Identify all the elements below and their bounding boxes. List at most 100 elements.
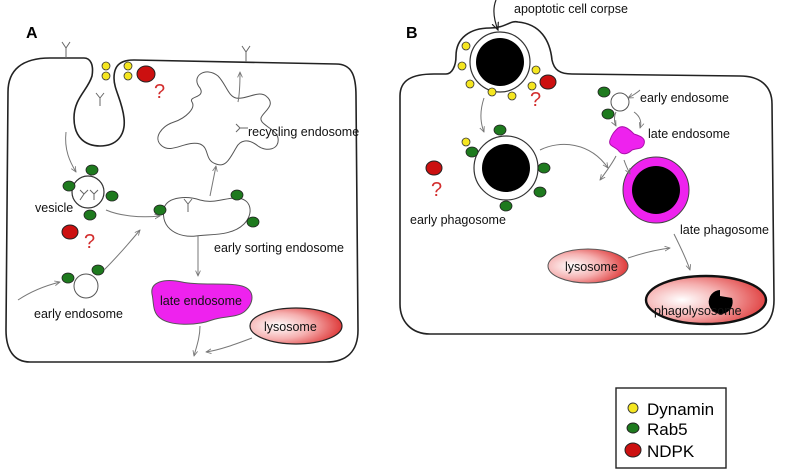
dynamin-dot [457,61,467,71]
apoptotic-cell-corpse-core [476,38,524,86]
legend-dynamin-swatch [627,402,639,414]
dynamin-dot [465,79,475,89]
arrow [600,155,617,180]
lysosome-a [249,307,343,345]
lysosome-b-label: lysosome [565,260,618,274]
rab5-dot [465,146,479,158]
panel-b-label: B [406,25,418,42]
phagolysosome [644,274,768,326]
early-phagosome-label: early phagosome [410,213,506,227]
rab5-dot [62,180,76,192]
phagolysosome-label: phagolysosome [654,304,742,318]
ndpk-dot [61,224,79,240]
arrow [105,209,160,217]
early-sorting-endosome [163,197,251,237]
recycling-endosome-label: recycling endosome [248,125,359,139]
panel-b: B apoptotic cell corpse ? ? early phagos… [399,0,775,335]
arrow [628,89,641,98]
late-endosome-b-label: late endosome [648,127,730,141]
arrow [209,166,216,197]
receptor-icon [183,198,193,212]
rab5-dot [246,216,260,228]
rab5-dot [83,209,97,221]
apoptotic-cell-corpse-label: apoptotic cell corpse [514,2,628,16]
phagolysosome-core [708,290,733,314]
question-mark: ? [530,89,541,111]
rab5-dot [153,204,167,216]
rab5-dot [105,190,119,202]
late-endosome-a-label: late endosome [160,294,242,308]
dynamin-dot [487,87,497,97]
legend: Dynamin Rab5 NDPK [615,387,727,469]
early-endosome-a [73,273,99,299]
early-endosome-b-label: early endosome [640,91,729,105]
cell-b-membrane [399,20,775,335]
arrow [17,282,60,301]
late-endosome-b [609,126,645,155]
receptor-icon [95,92,105,106]
receptor-icon [235,123,248,133]
receptor-icon [89,189,99,200]
receptor-icon [79,189,89,201]
arrow [539,144,608,168]
rab5-dot [493,124,507,136]
receptor-icon [61,41,71,58]
late-phagosome-label: late phagosome [680,223,769,237]
legend-rab5-label: Rab5 [647,420,688,439]
lysosome-a-label: lysosome [264,320,317,334]
ndpk-dot [136,65,156,83]
question-mark: ? [431,179,442,201]
panel-a-label: A [26,25,38,42]
arrow [673,233,690,270]
arrow [494,0,498,30]
rab5-dot [499,200,513,212]
arrow [481,97,484,132]
arrow [238,72,240,103]
rab5-dot [601,108,615,120]
dynamin-dot [461,137,471,147]
dynamin-dot [101,71,111,81]
early-endosome-a-label: early endosome [34,307,123,321]
early-sorting-endosome-label: early sorting endosome [214,241,344,255]
legend-ndpk-swatch [624,442,642,458]
legend-dynamin-label: Dynamin [647,400,714,419]
arrow [65,131,76,172]
rab5-dot [597,86,611,98]
legend-rab5-swatch [626,422,640,434]
dynamin-dot [461,41,471,51]
receptor-icon [241,45,251,62]
arrow [627,248,670,259]
lysosome-b [547,248,629,284]
arrow [194,325,201,356]
arrow [103,230,140,271]
question-mark: ? [84,231,95,253]
ndpk-dot [425,160,443,176]
rab5-dot [537,162,551,174]
vesicle-label: vesicle [35,201,73,215]
dynamin-dot [123,71,133,81]
rab5-dot [230,189,244,201]
dynamin-dot [531,65,541,75]
dynamin-dot [507,91,517,101]
arrow [633,111,641,128]
late-endosome-a [151,280,253,325]
arrow [623,159,630,174]
early-endosome-b [610,92,630,112]
dynamin-dot [101,61,111,71]
dynamin-dot [123,61,133,71]
vesicle [71,175,105,209]
rab5-dot [85,164,99,176]
arrow [615,111,617,126]
rab5-dot [61,272,75,284]
ndpk-dot [539,74,557,90]
arrow [206,337,253,352]
question-mark: ? [154,81,165,103]
panel-a: A ? ? vesicle early endosome [5,25,359,363]
dynamin-dot [527,81,537,91]
late-phagosome-core [632,166,680,214]
rab5-dot [533,186,547,198]
early-phagosome-core [482,144,530,192]
legend-ndpk-label: NDPK [647,442,695,461]
rab5-dot [91,264,105,276]
